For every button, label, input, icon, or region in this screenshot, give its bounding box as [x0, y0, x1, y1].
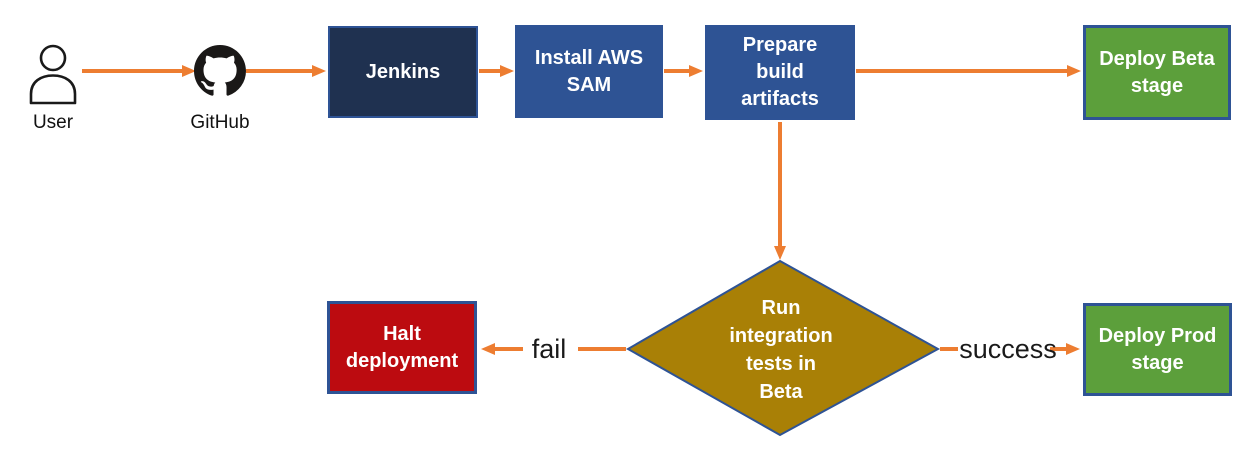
node-halt-deployment: Halt deployment [327, 301, 477, 394]
node-deploy-prod-stage-label: Deploy Prod stage [1098, 324, 1217, 374]
decision-diamond-shape [625, 259, 941, 437]
github-icon [194, 45, 246, 96]
node-jenkins-label: Jenkins [365, 60, 441, 83]
node-install-aws-sam: Install AWS SAM [515, 25, 663, 118]
edge-label-success: success [959, 334, 1057, 364]
decision-diamond-label: Run integration tests in Beta [729, 297, 833, 403]
node-install-aws-sam-label: Install AWS SAM [534, 46, 644, 96]
person-icon [29, 44, 77, 105]
node-jenkins: Jenkins [328, 26, 478, 118]
node-prepare-build-artifacts: Prepare build artifacts [705, 25, 855, 120]
node-deploy-beta-stage: Deploy Beta stage [1083, 25, 1231, 120]
node-deploy-prod-stage: Deploy Prod stage [1083, 303, 1232, 396]
node-prepare-build-artifacts-label: Prepare build artifacts [741, 34, 819, 110]
github-node-label: GitHub [190, 112, 250, 133]
node-deploy-beta-stage-label: Deploy Beta stage [1099, 47, 1215, 97]
edge-label-fail: fail [531, 334, 567, 364]
user-node-label: User [32, 112, 74, 133]
node-halt-deployment-label: Halt deployment [345, 322, 459, 372]
